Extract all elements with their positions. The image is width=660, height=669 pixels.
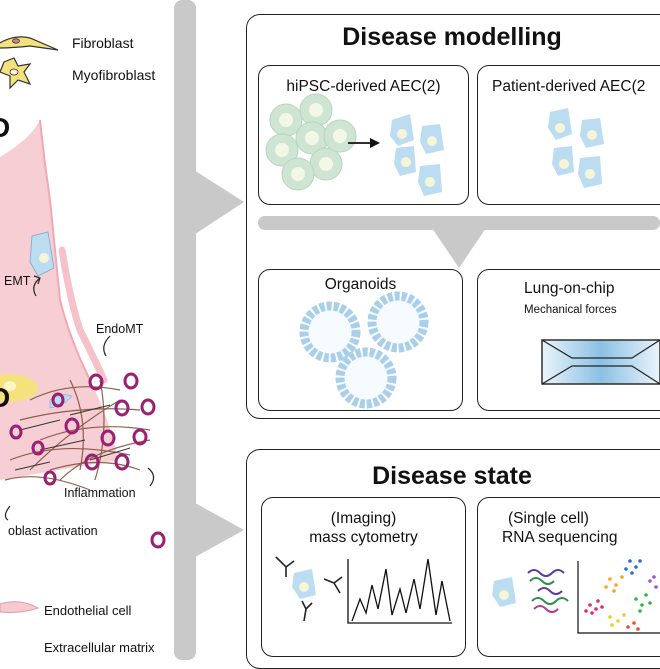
arrow-to-state xyxy=(186,498,244,562)
organoids-label: Organoids xyxy=(324,276,397,293)
panel-letter-top: D xyxy=(0,112,11,143)
rna-strands xyxy=(527,569,569,613)
arrow-down xyxy=(432,228,486,268)
organoid-rings xyxy=(299,291,429,409)
aec-cell-emt xyxy=(29,231,55,277)
myofibroblast-label: Myofibroblast xyxy=(72,67,156,83)
inflammation-cells xyxy=(9,372,166,549)
rna-seq-box: (Single cell) RNA sequencing xyxy=(477,497,660,657)
fibroblast-legend-icon xyxy=(0,36,59,51)
left-illustration xyxy=(0,36,166,613)
scatter-plot-axes xyxy=(577,561,660,634)
rna-sequencing-label: RNA sequencing xyxy=(502,529,618,546)
panel-letter-bottom: D xyxy=(0,382,11,413)
disease-modelling-graphics xyxy=(258,93,660,409)
rnaseq-cell xyxy=(492,577,516,607)
disease-state-graphics xyxy=(275,556,660,634)
fibroblast-activation-label: oblast activation xyxy=(8,524,98,538)
lung-chip-device xyxy=(541,339,660,385)
cytometry-cell xyxy=(292,569,316,599)
aec-cells-hipsc xyxy=(390,114,444,196)
mass-spectrum-plot xyxy=(347,558,452,624)
antibody-icons xyxy=(275,556,343,622)
connector-arrows xyxy=(174,0,244,660)
patient-aec-label: Patient-derived AEC(2 xyxy=(492,78,646,95)
emt-label: EMT xyxy=(4,274,31,288)
endothelial-cell-label: Endothelial cell xyxy=(44,603,132,618)
disease-state-panel: Disease state (Imaging) mass cytometry (… xyxy=(246,449,660,669)
disease-state-title: Disease state xyxy=(372,462,532,490)
lung-chip-label: Lung-on-chip xyxy=(524,280,615,297)
disease-modelling-title: Disease modelling xyxy=(342,23,562,51)
horizontal-divider xyxy=(258,216,660,230)
inflammation-label: Inflammation xyxy=(64,486,136,500)
aec-cells-patient xyxy=(548,108,604,188)
endothelial-legend-icon xyxy=(0,601,40,613)
endomt-label: EndoMT xyxy=(96,322,144,336)
lung-chip-sublabel: Mechanical forces xyxy=(524,304,617,316)
ecm-label: Extracellular matrix xyxy=(44,640,155,655)
umap-points xyxy=(584,559,658,631)
myofibroblast-legend-icon xyxy=(0,57,32,90)
hipsc-label: hiPSC-derived AEC(2) xyxy=(286,78,441,95)
arrow-to-modelling xyxy=(186,165,244,240)
mass-cytometry-label: mass cytometry xyxy=(309,529,418,546)
vertical-divider xyxy=(174,0,196,660)
fibroblast-label: Fibroblast xyxy=(72,35,134,51)
imaging-label: (Imaging) xyxy=(330,510,397,527)
single-cell-label: (Single cell) xyxy=(508,510,589,527)
